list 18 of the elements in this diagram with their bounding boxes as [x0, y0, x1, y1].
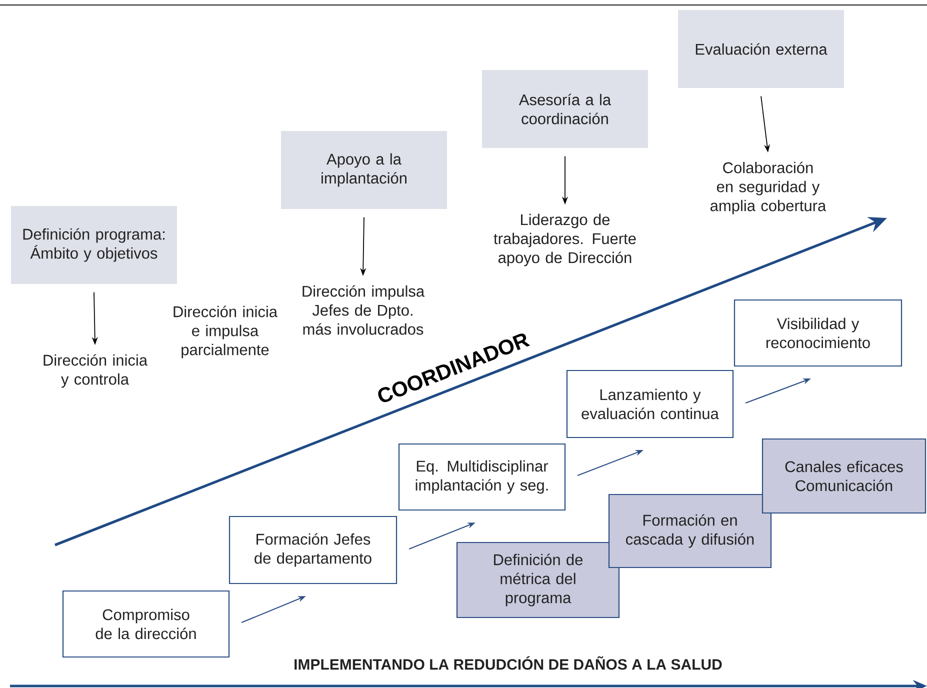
- description-text: Dirección inicia y controla: [44, 354, 148, 388]
- stacked-box: Definición de métrica del programa: [456, 542, 620, 618]
- description-text: Colaboración en seguridad y amplia cobertura: [710, 162, 826, 214]
- step-box: Formación Jefes de departamento: [228, 516, 398, 584]
- step-box: Lanzamiento y evaluación continua: [566, 370, 734, 438]
- process-box: Definición programa: Ámbito y objetivos: [11, 206, 177, 284]
- step-box: Visibilidad y reconocimiento: [734, 299, 902, 367]
- description-text: Dirección impulsa Jefes de Dpto. más involucrados: [302, 285, 425, 335]
- process-box: Evaluación externa: [678, 10, 844, 88]
- axis-label: IMPLEMENTANDO LA REDUDCIÓN DE DAÑOS A LA SALUD: [294, 656, 722, 670]
- stacked-box: Canales eficaces Comunicación: [762, 438, 926, 514]
- process-box: Apoyo a la implantación: [281, 131, 447, 209]
- process-box: Asesoría a la coordinación: [482, 70, 648, 148]
- description-text: Liderazgo de trabajadores. Fuerte apoyo de Dirección: [494, 214, 636, 266]
- stacked-box: Formación en cascada y difusión: [608, 494, 772, 568]
- description-text: Dirección inicia e impulsa parcialmente: [174, 306, 278, 358]
- step-box: Eq. Multidisciplinar implantación y seg.: [398, 443, 566, 511]
- step-box: Compromiso de la dirección: [62, 590, 230, 658]
